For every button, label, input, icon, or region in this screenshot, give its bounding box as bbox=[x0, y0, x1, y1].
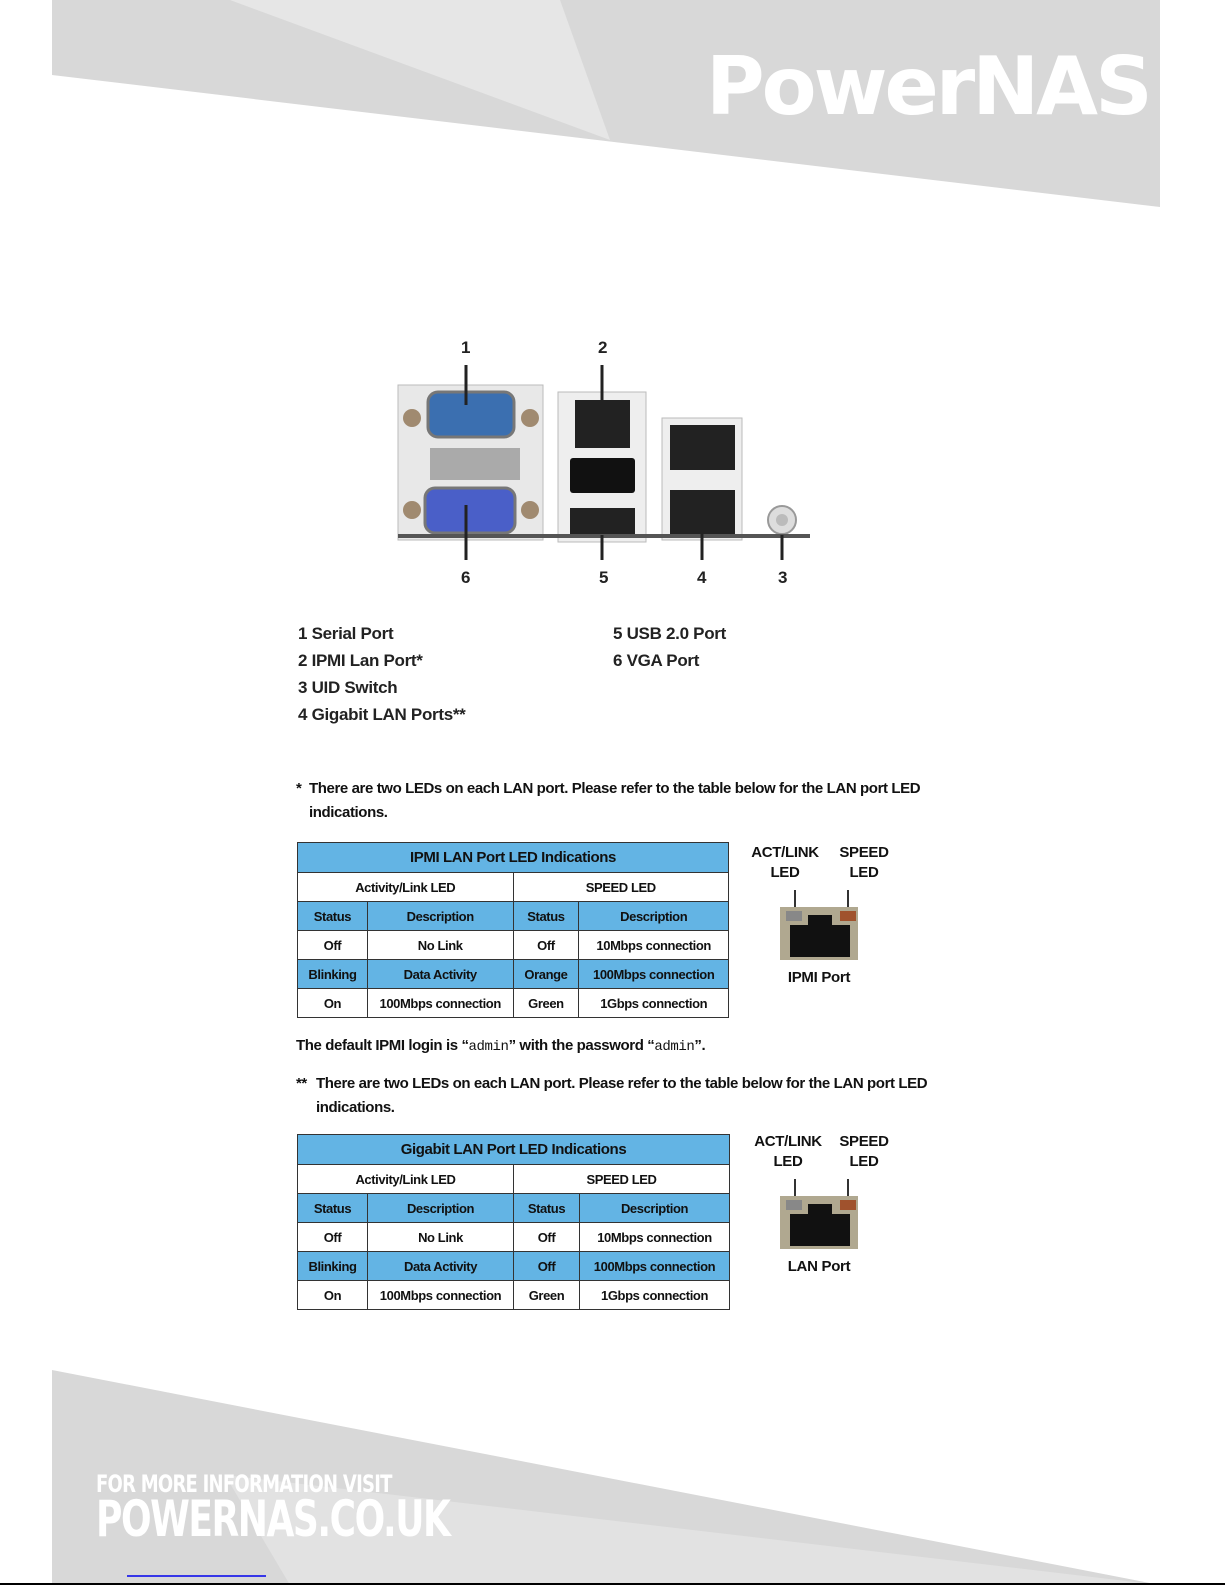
group-header: Activity/Link LED bbox=[297, 1164, 514, 1194]
lan-act-link-label: ACT/LINK LED bbox=[746, 1132, 830, 1172]
label-line: LED bbox=[849, 864, 879, 881]
legend-item: 1 Serial Port bbox=[298, 624, 394, 643]
login-text: ” with the password “ bbox=[508, 1037, 655, 1054]
column-header: Status bbox=[512, 901, 580, 931]
table-cell: Green bbox=[512, 988, 580, 1018]
table-cell: No Link bbox=[366, 930, 514, 960]
table-cell: 100Mbps connection bbox=[367, 1280, 514, 1310]
ipmi-port-image bbox=[780, 890, 858, 960]
table-cell: Off bbox=[513, 1222, 580, 1252]
note-text: There are two LEDs on each LAN port. Ple… bbox=[316, 1075, 928, 1116]
table-cell: On bbox=[297, 1280, 368, 1310]
group-header: Activity/Link LED bbox=[297, 872, 514, 902]
table-cell: Off bbox=[297, 930, 368, 960]
label-line: LED bbox=[770, 864, 800, 881]
group-header: SPEED LED bbox=[512, 872, 729, 902]
table-title: Gigabit LAN Port LED Indications bbox=[297, 1134, 730, 1165]
note-ipmi: * There are two LEDs on each LAN port. P… bbox=[296, 777, 936, 825]
lan-port-image bbox=[780, 1179, 858, 1249]
login-username: admin bbox=[468, 1039, 509, 1055]
label-line: LED bbox=[773, 1153, 803, 1170]
table-cell: On bbox=[297, 988, 368, 1018]
legend-item: 3 UID Switch bbox=[298, 678, 398, 697]
column-header: Status bbox=[297, 901, 368, 931]
powernas-logo: PowerNAS bbox=[706, 40, 1153, 133]
legend-right: 5 USB 2.0 Port 6 VGA Port bbox=[613, 620, 726, 674]
ipmi-act-link-label: ACT/LINK LED bbox=[740, 843, 830, 883]
table-title-row: Gigabit LAN Port LED Indications bbox=[297, 1134, 730, 1165]
table-cell: Off bbox=[513, 1251, 580, 1281]
rear-io-diagram bbox=[397, 365, 810, 560]
ipmi-speed-label: SPEED LED bbox=[832, 843, 896, 883]
login-text: ”. bbox=[694, 1037, 706, 1054]
login-password: admin bbox=[654, 1039, 695, 1055]
callout-5: 5 bbox=[599, 568, 609, 587]
callout-4: 4 bbox=[697, 568, 707, 587]
table-title: IPMI LAN Port LED Indications bbox=[297, 842, 729, 873]
lan-port-caption: LAN Port bbox=[787, 1258, 851, 1275]
callout-1: 1 bbox=[461, 338, 471, 357]
lan-speed-label: SPEED LED bbox=[832, 1132, 896, 1172]
table-cell: 100Mbps connection bbox=[579, 1251, 730, 1281]
note-lan: ** There are two LEDs on each LAN port. … bbox=[296, 1072, 936, 1120]
table-cell: 100Mbps connection bbox=[366, 988, 514, 1018]
legend-item: 4 Gigabit LAN Ports** bbox=[298, 705, 466, 724]
table-cell: Data Activity bbox=[366, 959, 514, 989]
table-cell: 1Gbps connection bbox=[578, 988, 729, 1018]
column-header: Status bbox=[513, 1193, 580, 1223]
table-cell: Blinking bbox=[297, 959, 368, 989]
table-cell: 1Gbps connection bbox=[579, 1280, 730, 1310]
note-marker: * bbox=[296, 780, 302, 797]
table-title-row: IPMI LAN Port LED Indications bbox=[297, 842, 729, 873]
table-cell: Off bbox=[512, 930, 580, 960]
table-cell: No Link bbox=[367, 1222, 514, 1252]
table-cell: Green bbox=[513, 1280, 580, 1310]
label-line: LED bbox=[849, 1153, 879, 1170]
footer-website[interactable]: POWERNAS.CO.UK bbox=[96, 1490, 451, 1548]
callout-6: 6 bbox=[461, 568, 471, 587]
ipmi-port-caption: IPMI Port bbox=[787, 969, 851, 986]
group-header: SPEED LED bbox=[513, 1164, 730, 1194]
table-cell: 10Mbps connection bbox=[579, 1222, 730, 1252]
legend-item: 5 USB 2.0 Port bbox=[613, 624, 726, 643]
column-header: Description bbox=[578, 901, 729, 931]
default-login-note: The default IPMI login is “admin” with t… bbox=[296, 1034, 706, 1059]
note-text: There are two LEDs on each LAN port. Ple… bbox=[309, 780, 921, 821]
column-header: Description bbox=[579, 1193, 730, 1223]
label-line: ACT/LINK bbox=[754, 1133, 822, 1150]
label-line: SPEED bbox=[839, 844, 889, 861]
callout-2: 2 bbox=[598, 338, 608, 357]
table-cell: 100Mbps connection bbox=[578, 959, 729, 989]
column-header: Status bbox=[297, 1193, 368, 1223]
legend-left: 1 Serial Port 2 IPMI Lan Port* 3 UID Swi… bbox=[298, 620, 466, 728]
legend-item: 6 VGA Port bbox=[613, 651, 700, 670]
table-cell: Blinking bbox=[297, 1251, 368, 1281]
note-marker: ** bbox=[296, 1075, 307, 1092]
login-text: The default IPMI login is “ bbox=[296, 1037, 469, 1054]
table-cell: 10Mbps connection bbox=[578, 930, 729, 960]
footer-tagline: FOR MORE INFORMATION VISIT bbox=[96, 1470, 392, 1498]
legend-item: 2 IPMI Lan Port* bbox=[298, 651, 423, 670]
column-header: Description bbox=[367, 1193, 514, 1223]
column-header: Description bbox=[366, 901, 514, 931]
callout-3: 3 bbox=[778, 568, 788, 587]
table-cell: Data Activity bbox=[367, 1251, 514, 1281]
table-cell: Orange bbox=[512, 959, 580, 989]
label-line: SPEED bbox=[839, 1133, 889, 1150]
table-cell: Off bbox=[297, 1222, 368, 1252]
label-line: ACT/LINK bbox=[751, 844, 819, 861]
